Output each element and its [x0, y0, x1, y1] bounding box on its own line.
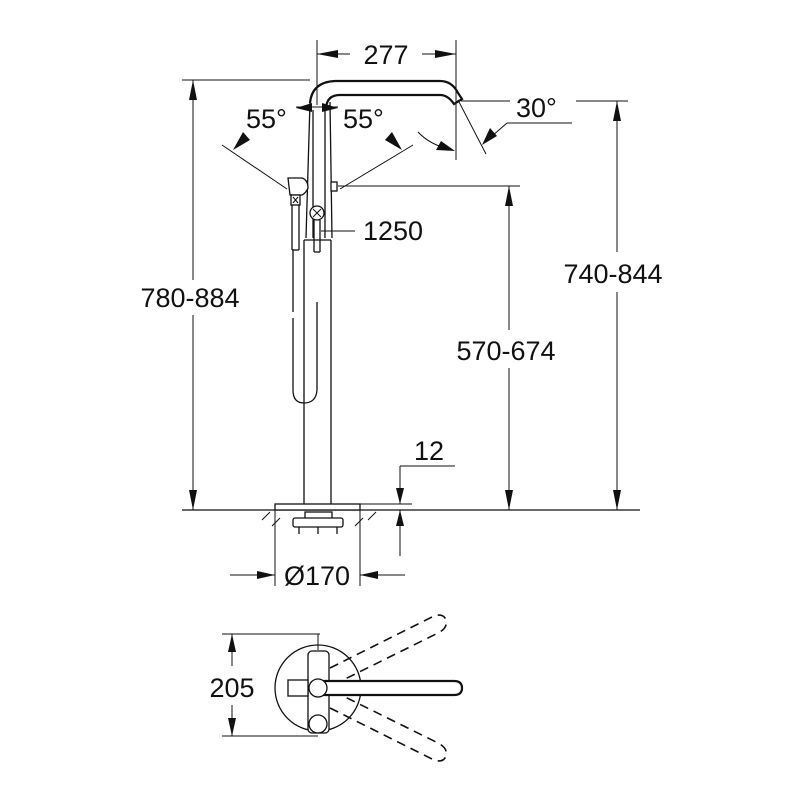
floor-plate — [274, 503, 361, 511]
dim-handle-height: 570-674 — [338, 185, 556, 510]
dim-plate-thickness: 12 — [360, 436, 455, 556]
dim-handle-angles: 55° 55° — [221, 103, 414, 190]
label-spout-rotation: 30° — [516, 93, 557, 123]
floor-hatch — [261, 511, 377, 527]
hand-shower — [287, 177, 318, 404]
dim-spout-rotation: 30° — [417, 93, 572, 155]
dim-hose-length: 1250 — [321, 216, 423, 246]
label-spout-height: 740-844 — [563, 259, 662, 289]
handle-lever — [309, 181, 338, 253]
label-plate-thickness: 12 — [414, 436, 444, 466]
mixer-column — [303, 101, 333, 504]
dim-spout-height: 740-844 — [563, 100, 663, 510]
top-handle-hub — [308, 678, 328, 698]
top-side-stub — [287, 679, 309, 697]
dim-top-depth: 205 — [209, 633, 318, 737]
top-view: 205 — [209, 614, 464, 762]
label-spout-reach: 277 — [363, 40, 408, 70]
label-handle-angle-left: 55° — [246, 104, 287, 134]
label-handle-angle-right: 55° — [343, 104, 384, 134]
label-plate-diameter: Ø170 — [284, 561, 350, 591]
label-handle-height: 570-674 — [456, 336, 555, 366]
handle-position-dashed-lower — [329, 692, 448, 762]
top-column-circle — [308, 714, 328, 734]
dim-spout-reach: 277 — [316, 40, 457, 160]
label-top-depth: 205 — [209, 673, 254, 703]
label-overall-height: 780-884 — [140, 283, 239, 313]
dim-overall-height: 780-884 — [140, 79, 310, 510]
front-view: 277 30° 55° 55° — [140, 40, 663, 591]
mounting-bracket — [274, 510, 361, 535]
handle-position-dashed-upper — [329, 614, 448, 684]
spout — [308, 79, 464, 109]
dim-plate-diameter: Ø170 — [230, 535, 405, 591]
label-hose-length: 1250 — [363, 216, 423, 246]
top-handle-lever — [318, 679, 464, 697]
